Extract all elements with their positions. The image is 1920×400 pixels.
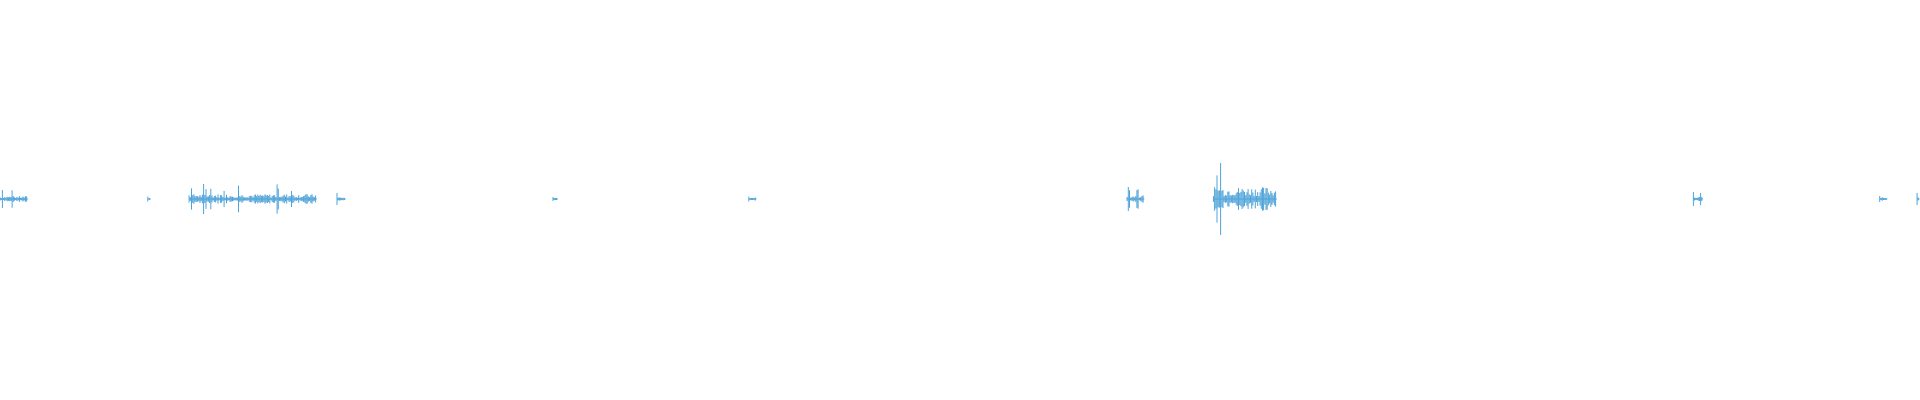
waveform-burst	[1692, 192, 1704, 206]
waveform-burst	[552, 197, 558, 201]
waveform-burst	[0, 190, 28, 208]
waveform-burst	[1126, 187, 1145, 211]
waveform-burst	[336, 193, 346, 205]
waveform-burst	[1212, 163, 1277, 235]
waveform-burst	[1879, 196, 1888, 202]
waveform-burst	[748, 196, 757, 202]
waveform-burst	[147, 196, 151, 202]
waveform-burst	[188, 184, 317, 214]
waveform-burst	[1916, 193, 1920, 205]
